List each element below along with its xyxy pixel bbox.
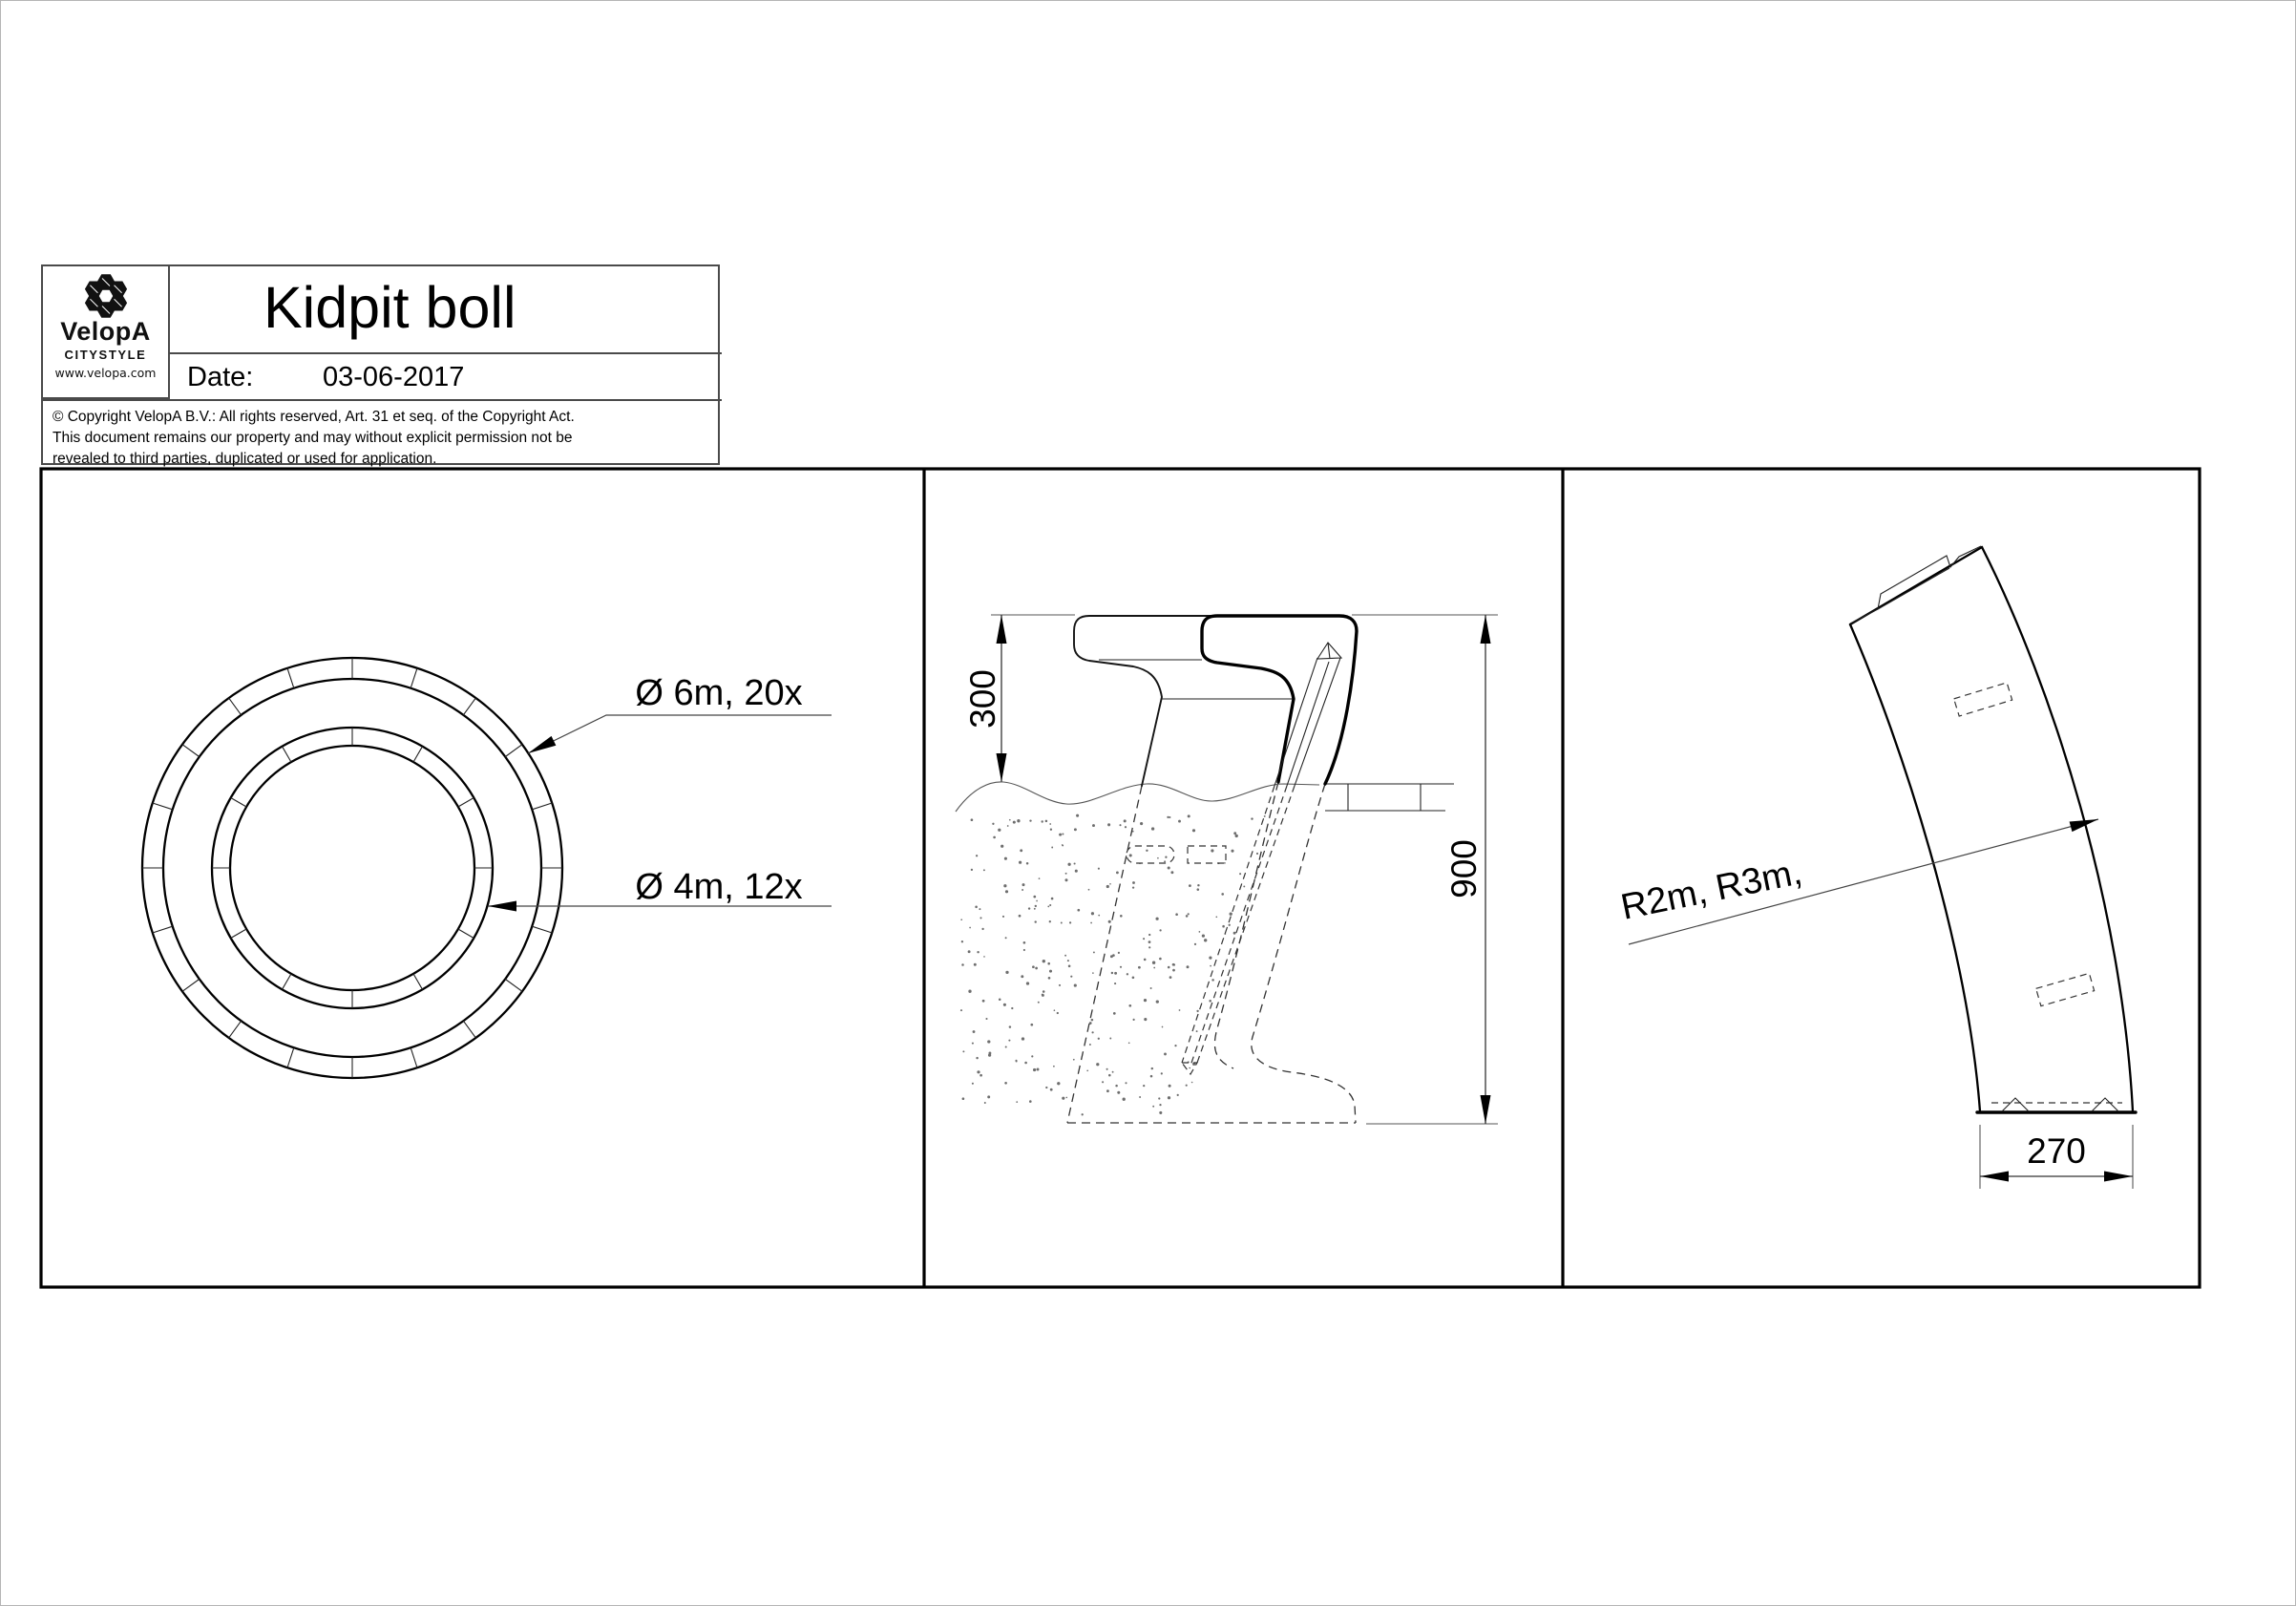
- page-title: Kidpit boll: [263, 275, 516, 340]
- dim-arrow-icon: [1480, 615, 1491, 644]
- copyright-line: © Copyright VelopA B.V.: All rights rese…: [53, 409, 575, 425]
- slot-hole: [1952, 682, 2013, 717]
- ring-outer: [140, 656, 564, 1080]
- bottom-notch: [2001, 1097, 2030, 1112]
- inner-ring-label: Ø 4m, 12x: [635, 867, 802, 907]
- dim-arrow-icon: [2104, 1171, 2133, 1182]
- dimension-270: 270: [1979, 1125, 2134, 1189]
- kerb-rail: [1325, 783, 1454, 812]
- panel-top-view: Ø 6m, 20x Ø 4m, 12x: [140, 656, 832, 1080]
- leader-inner-ring: Ø 4m, 12x: [488, 867, 832, 912]
- buried-outline: [1066, 781, 1357, 1124]
- dowel-hole: [1126, 845, 1175, 864]
- logo-cell: VelopA CITYSTYLE www.velopa.com: [43, 266, 170, 399]
- leader-arrow-icon: [2069, 819, 2098, 833]
- date-cell: Date: 03-06-2017: [170, 354, 722, 399]
- slot-hole: [2034, 972, 2096, 1007]
- anchor-post: [1274, 642, 1343, 787]
- dim-arrow-icon: [1480, 1095, 1491, 1124]
- dim-270-text: 270: [2027, 1131, 2086, 1171]
- title-cell: Kidpit boll: [170, 266, 722, 354]
- radius-label: R2m, R3m,: [1617, 852, 1805, 927]
- leader-arrow-icon: [488, 900, 516, 912]
- outer-ring-label: Ø 6m, 20x: [635, 673, 802, 713]
- logo-subname: CITYSTYLE: [64, 348, 147, 362]
- sand-texture: [959, 814, 1266, 1116]
- ground-line: [955, 781, 1320, 813]
- velopa-flower-icon: [84, 274, 127, 318]
- ring-inner-segment-lines: [212, 728, 493, 1008]
- dimension-300: 300: [963, 614, 1075, 782]
- bottom-notch: [2091, 1097, 2119, 1112]
- segment-band: [1848, 545, 2138, 1114]
- date-label: Date:: [187, 362, 254, 392]
- leader-arrow-icon: [528, 735, 557, 753]
- bollard-profile-front: [1200, 614, 1359, 786]
- dimension-900: 900: [1352, 614, 1498, 1125]
- panel-side-view: 300 900: [955, 614, 1498, 1125]
- dim-arrow-icon: [996, 753, 1007, 782]
- anchor-post-buried: [1181, 785, 1275, 1064]
- anchor-post-buried: [1189, 785, 1288, 1069]
- ring-outer-segment-lines: [142, 658, 562, 1078]
- anchor-post-tip: [1180, 1062, 1199, 1076]
- ring-inner: [210, 726, 495, 1010]
- dim-900-text: 900: [1444, 839, 1484, 898]
- copyright-line: revealed to third parties, duplicated or…: [53, 451, 437, 467]
- dim-arrow-icon: [996, 615, 1007, 644]
- bollard-profile-rear: [1073, 615, 1214, 787]
- copyright-line: This document remains our property and m…: [53, 430, 573, 446]
- drawing-frame: [39, 467, 2201, 1289]
- logo-name: VelopA: [60, 317, 151, 346]
- date-value: 03-06-2017: [323, 362, 465, 392]
- radius-leader: R2m, R3m,: [1617, 818, 2099, 945]
- slot-hole: [1187, 845, 1227, 864]
- dim-arrow-icon: [1980, 1171, 2009, 1182]
- panel-segment-view: R2m, R3m, 270: [1617, 545, 2138, 1189]
- copyright-note: © Copyright VelopA B.V.: All rights rese…: [43, 399, 722, 467]
- anchor-post-buried: [1196, 785, 1295, 1064]
- leader-outer-ring: Ø 6m, 20x: [527, 673, 832, 754]
- title-block: VelopA CITYSTYLE www.velopa.com Kidpit b…: [41, 264, 722, 467]
- logo-url: www.velopa.com: [54, 366, 157, 380]
- dim-300-text: 300: [963, 669, 1002, 729]
